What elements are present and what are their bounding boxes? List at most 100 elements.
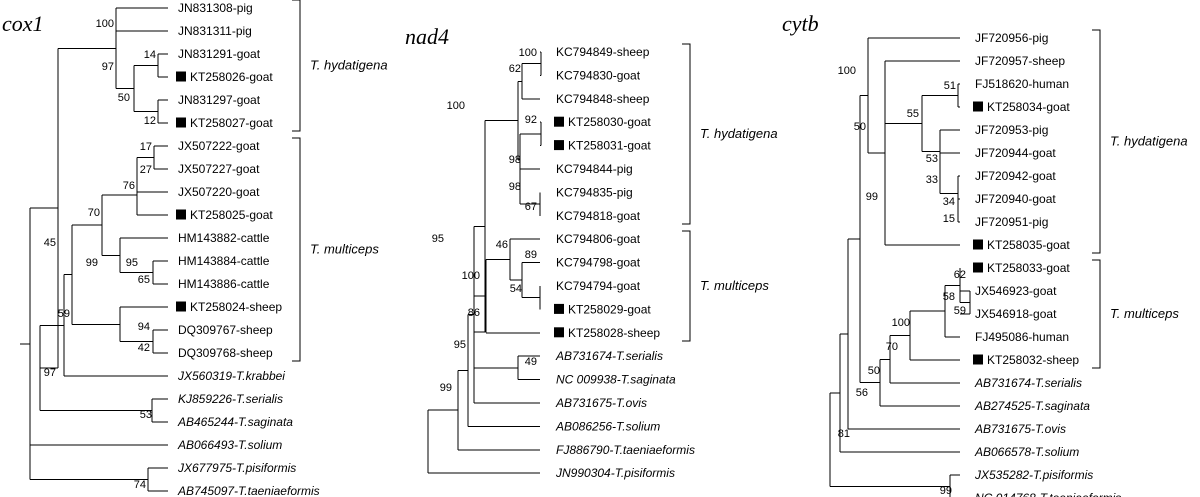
taxon-label-jn831311-pig: JN831311-pig	[178, 24, 252, 38]
bootstrap-value: 12	[144, 115, 156, 127]
taxon-label-kt258029-goat: KT258029-goat	[568, 302, 651, 316]
taxon-label-jx546923-goat: JX546923-goat	[975, 284, 1057, 298]
new-isolate-marker	[973, 101, 983, 112]
taxon-label-ab731674-t-serialis: AB731674-T.serialis	[555, 349, 663, 363]
taxon-label-ab745097-t-taeniaeformis: AB745097-T.taeniaeformis	[177, 484, 320, 497]
bootstrap-value: 98	[509, 154, 521, 166]
bootstrap-value: 51	[944, 80, 956, 92]
taxon-label-jf720942-goat: JF720942-goat	[975, 169, 1056, 183]
bootstrap-value: 99	[940, 485, 952, 497]
taxon-label-kt258032-sheep: KT258032-sheep	[987, 353, 1079, 367]
new-isolate-marker	[973, 262, 983, 273]
clade-bracket	[292, 0, 301, 132]
clade-label-t-hydatigena: T. hydatigena	[700, 126, 778, 141]
taxon-label-kc794835-pig: KC794835-pig	[556, 185, 633, 199]
bootstrap-value: 46	[496, 239, 508, 251]
taxon-label-kc794844-pig: KC794844-pig	[556, 162, 633, 176]
clade-bracket	[682, 230, 691, 342]
bootstrap-value: 27	[140, 164, 152, 176]
taxon-label-jx546918-goat: JX546918-goat	[975, 307, 1057, 321]
clade-bracket	[682, 43, 691, 225]
bootstrap-value: 76	[123, 180, 135, 192]
taxon-label-jx535282-t-pisiformis: JX535282-T.pisiformis	[974, 468, 1093, 482]
bootstrap-value: 50	[868, 365, 880, 377]
taxon-label-ab066578-t-solium: AB066578-T.solium	[974, 445, 1079, 459]
taxon-label-jx507227-goat: JX507227-goat	[178, 162, 260, 176]
taxon-label-jx560319-t-krabbei: JX560319-T.krabbei	[177, 369, 285, 383]
clade-bracket	[1092, 29, 1101, 254]
clade-label-t-multiceps: T. multiceps	[700, 278, 769, 293]
taxon-label-kt258035-goat: KT258035-goat	[987, 238, 1070, 252]
cytb-tree: JF720956-pigJF720957-sheepFJ518620-human…	[829, 29, 1188, 497]
bootstrap-value: 42	[138, 342, 150, 354]
cytb-tree-title: cytb	[782, 11, 819, 36]
bootstrap-value: 67	[525, 201, 537, 213]
bootstrap-value: 53	[140, 409, 152, 421]
taxon-label-fj518620-human: FJ518620-human	[975, 77, 1069, 91]
bootstrap-value: 62	[509, 63, 521, 75]
taxon-label-fj886790-t-taeniaeformis: FJ886790-T.taeniaeformis	[556, 443, 695, 457]
new-isolate-marker	[176, 209, 186, 220]
new-isolate-marker	[176, 117, 186, 128]
taxon-label-kt258031-goat: KT258031-goat	[568, 139, 651, 153]
nad4-tree: KC794849-sheepKC794830-goatKC794848-shee…	[427, 43, 778, 480]
taxon-label-ab465244-t-saginata: AB465244-T.saginata	[177, 415, 293, 429]
new-isolate-marker	[176, 71, 186, 82]
taxon-label-ab731675-t-ovis: AB731675-T.ovis	[974, 422, 1066, 436]
bootstrap-value: 95	[454, 339, 466, 351]
taxon-label-jf720953-pig: JF720953-pig	[975, 123, 1048, 137]
bootstrap-value: 95	[432, 233, 444, 245]
taxon-label-hm143884-cattle: HM143884-cattle	[178, 254, 270, 268]
taxon-label-jx677975-t-pisiformis: JX677975-T.pisiformis	[177, 461, 296, 475]
bootstrap-value: 100	[838, 65, 856, 77]
taxon-label-jx507222-goat: JX507222-goat	[178, 139, 260, 153]
new-isolate-marker	[973, 354, 983, 365]
bootstrap-value: 100	[462, 270, 480, 282]
bootstrap-value: 65	[138, 274, 150, 286]
bootstrap-value: 99	[440, 382, 452, 394]
bootstrap-value: 17	[140, 141, 152, 153]
new-isolate-marker	[554, 303, 564, 314]
bootstrap-value: 70	[88, 207, 100, 219]
taxon-label-nc-009938-t-saginata: NC 009938-T.saginata	[556, 373, 676, 387]
cox1-tree-title: cox1	[2, 11, 44, 36]
taxon-label-kt258033-goat: KT258033-goat	[987, 261, 1070, 275]
taxon-label-kc794818-goat: KC794818-goat	[556, 209, 641, 223]
taxon-label-kt258028-sheep: KT258028-sheep	[568, 326, 660, 340]
taxon-label-jn831291-goat: JN831291-goat	[178, 47, 261, 61]
bootstrap-value: 54	[510, 283, 522, 295]
taxon-label-jf720940-goat: JF720940-goat	[975, 192, 1056, 206]
bootstrap-value: 50	[118, 92, 130, 104]
taxon-label-ab086256-t-solium: AB086256-T.solium	[555, 419, 660, 433]
bootstrap-value: 89	[525, 249, 537, 261]
taxon-label-jf720956-pig: JF720956-pig	[975, 31, 1048, 45]
taxon-label-jf720957-sheep: JF720957-sheep	[975, 54, 1065, 68]
taxon-label-jn831297-goat: JN831297-goat	[178, 93, 261, 107]
bootstrap-value: 81	[838, 428, 850, 440]
bootstrap-value: 59	[954, 305, 966, 317]
taxon-label-kc794848-sheep: KC794848-sheep	[556, 92, 650, 106]
taxon-label-ab066493-t-solium: AB066493-T.solium	[177, 438, 282, 452]
bootstrap-value: 56	[856, 387, 868, 399]
bootstrap-value: 86	[468, 307, 480, 319]
bootstrap-value: 74	[134, 479, 146, 491]
new-isolate-marker	[973, 239, 983, 250]
bootstrap-value: 100	[519, 47, 537, 59]
cox1-tree: JN831308-pigJN831311-pigJN831291-goatKT2…	[20, 0, 388, 497]
taxon-label-ab731675-t-ovis: AB731675-T.ovis	[555, 396, 647, 410]
bootstrap-value: 97	[102, 61, 114, 73]
clade-label-t-hydatigena: T. hydatigena	[310, 58, 388, 73]
bootstrap-value: 100	[892, 317, 910, 329]
bootstrap-value: 50	[854, 121, 866, 133]
taxon-label-kt258025-goat: KT258025-goat	[190, 208, 273, 222]
bootstrap-value: 14	[144, 49, 156, 61]
clade-bracket	[1092, 259, 1101, 369]
new-isolate-marker	[176, 301, 186, 312]
taxon-label-hm143886-cattle: HM143886-cattle	[178, 277, 270, 291]
taxon-label-kc794849-sheep: KC794849-sheep	[556, 45, 650, 59]
bootstrap-value: 70	[886, 341, 898, 353]
taxon-label-kc794794-goat: KC794794-goat	[556, 279, 641, 293]
bootstrap-value: 92	[525, 114, 537, 126]
taxon-label-fj495086-human: FJ495086-human	[975, 330, 1069, 344]
